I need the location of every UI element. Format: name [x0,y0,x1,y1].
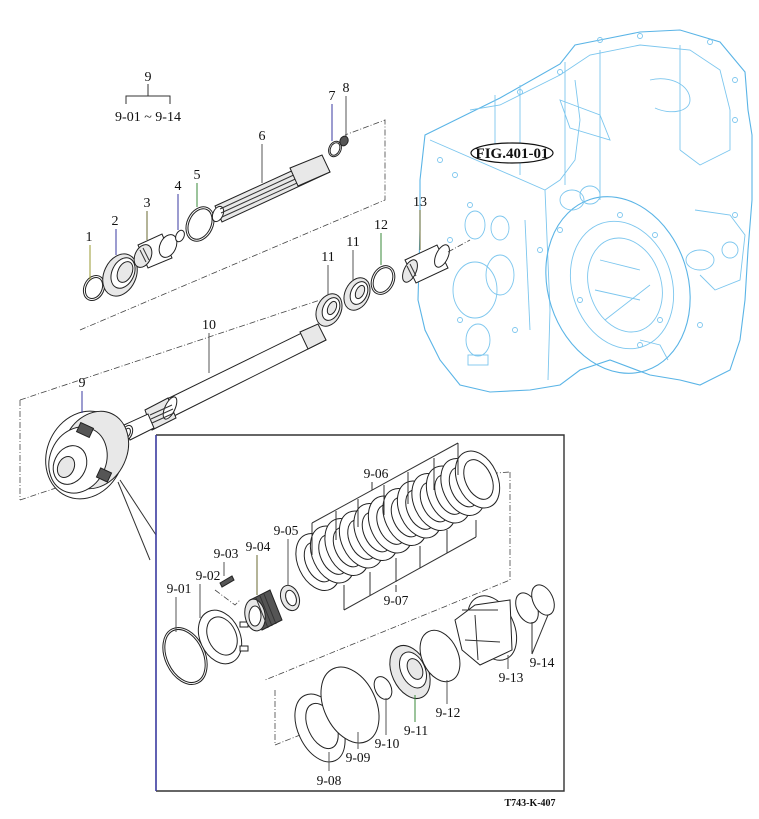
callout-9-10-label: 9-10 [375,736,400,751]
part-9-13-clutch-drum[interactable] [454,588,526,668]
part-9-05-bearing[interactable] [277,583,303,614]
part-9-clutch-assembly[interactable] [32,398,141,512]
callout-10[interactable]: 10 [202,318,216,373]
part-8-nut[interactable] [338,135,349,147]
part-11-bearing-a[interactable] [311,290,347,331]
callout-9-05[interactable]: 9-05 [274,523,299,586]
part-9-09-seal-ring[interactable] [310,658,391,752]
callout-9[interactable]: 9 [79,376,86,413]
part-4-small-ring[interactable] [174,229,186,243]
inset-upper-dash-outline [264,471,511,681]
inset-lower-dash-outline [274,690,301,746]
housing-bolt-holes [437,33,738,348]
part-6-splined-shaft[interactable] [210,154,331,223]
callout-2-label: 2 [112,214,119,229]
transmission-housing [417,29,753,393]
callout-9-11-label: 9-11 [404,723,428,738]
part-9-02-retainer-plate[interactable] [190,603,250,671]
inset-pin-dash [214,589,241,606]
callout-9-09-label: 9-09 [346,750,371,765]
detail-pointer-lines [117,479,157,561]
callout-6[interactable]: 6 [259,129,266,183]
callout-9-04-label: 9-04 [246,539,271,554]
callout-13-label: 13 [413,195,427,210]
callout-8-label: 8 [343,81,350,96]
part-9-12-seal-ring[interactable] [412,624,467,688]
clutch-disc-bore [463,459,494,500]
callout-9-13[interactable]: 9-13 [499,655,524,685]
part-9-03-spring[interactable] [219,575,235,588]
callout-9-13-label: 9-13 [499,670,524,685]
callout-12[interactable]: 11 12 [374,218,388,265]
callout-6-label: 6 [259,129,266,144]
callout-9-06-label: 9-06 [364,466,389,481]
part-9-11-piston[interactable] [382,639,438,705]
callout-9-01[interactable]: 9-01 [167,581,192,632]
figure-reference-text: FIG.401-01 [476,146,549,162]
callout-8[interactable]: 8 [343,81,350,136]
part-9-01-snap-ring[interactable] [154,620,216,691]
assembly-parent-number: 9 [145,70,152,85]
callout-11b-label: 11 [346,235,359,250]
inset-detail-box [155,434,565,792]
part-9-10-o-ring[interactable] [371,674,396,703]
callout-9-04[interactable]: 9-04 [246,539,271,595]
callout-5-label: 5 [194,168,201,183]
callout-11b[interactable]: 11 [346,235,360,280]
callout-9-02-label: 9-02 [196,568,221,583]
part-11-bearing-b[interactable] [339,274,375,315]
callout-1-label: 1 [86,230,93,245]
figure-reference-callout[interactable]: FIG.401-01 [470,142,554,164]
callout-9-08[interactable]: 9-08 [317,752,342,788]
callout-5[interactable]: 5 [194,168,201,207]
assembly-range: 9-01 ~ 9-14 [115,110,181,125]
callout-9-07[interactable]: 9-07 [343,520,477,611]
callout-9-01-label: 9-01 [167,581,192,596]
callout-9-06[interactable]: 9-06 [311,442,459,555]
part-12-snap-ring[interactable] [367,262,400,298]
callout-4[interactable]: 4 [175,179,182,230]
callout-10-label: 10 [202,318,216,333]
callout-1[interactable]: 1 [86,230,93,280]
callout-9-12-label: 9-12 [436,705,461,720]
callout-9-10[interactable]: 9-10 [375,698,400,751]
callout-9-03-label: 9-03 [214,546,239,561]
callout-7[interactable]: 7 [329,89,336,141]
drawing-code: T743-K-407 [504,798,555,809]
callout-3-label: 3 [144,196,151,211]
callout-9-03[interactable]: 9-03 [214,546,239,576]
callout-11a-label: 11 [321,250,334,265]
clutch-disc-stack[interactable] [287,444,508,598]
callout-9-07-label: 9-07 [384,593,409,608]
part-9-04-hub[interactable] [242,589,283,632]
callout-9-12[interactable]: 9-12 [436,680,461,720]
callout-9-14[interactable]: 9-14 [530,614,555,670]
callout-9-14-label: 9-14 [530,655,555,670]
callout-12-text: 12 [374,218,388,233]
part-10-output-shaft[interactable] [119,323,327,442]
callout-2[interactable]: 2 [112,214,119,255]
callout-9-label: 9 [79,376,86,391]
part-5-snap-ring[interactable] [181,202,220,246]
callout-9-11[interactable]: 9-11 [404,695,428,738]
callout-9-02[interactable]: 9-02 [196,568,221,618]
part-13-needle-bushing[interactable] [399,239,471,284]
part-9-14-o-rings[interactable] [511,581,559,626]
callout-9-05-label: 9-05 [274,523,299,538]
callout-7-label: 7 [329,89,336,104]
callout-9-09[interactable]: 9-09 [346,732,371,765]
part-2-bearing[interactable] [96,248,144,301]
part-3-needle-sleeve[interactable] [131,232,181,271]
callout-3[interactable]: 3 [144,196,151,240]
part-7-ring[interactable] [326,139,344,159]
upper-group-dash-outline [79,119,386,331]
callout-4-label: 4 [175,179,182,194]
assembly-header: 9 9-01 ~ 9-14 [115,70,181,125]
callout-11a[interactable]: 11 [321,250,335,295]
part-1-snap-ring[interactable] [79,272,108,304]
callout-9-08-label: 9-08 [317,773,342,788]
callout-13[interactable]: 13 [413,195,427,250]
